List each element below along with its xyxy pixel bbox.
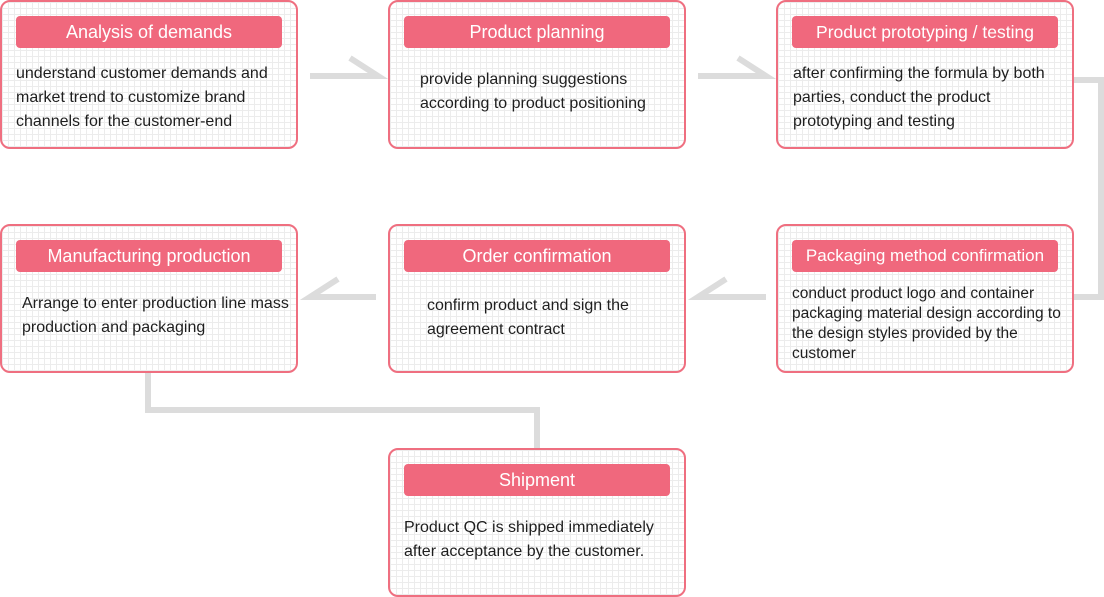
step-manufacturing-production: Manufacturing production Arrange to ente…: [0, 224, 298, 373]
step-description: Arrange to enter production line mass pr…: [22, 295, 289, 336]
step-packaging-method-confirmation: Packaging method confirmation conduct pr…: [776, 224, 1074, 373]
step-description: conduct product logo and container packa…: [792, 285, 1061, 362]
step-title: Product prototyping / testing: [792, 16, 1058, 48]
step-description: after confirming the formula by both par…: [793, 65, 1045, 130]
step-description: understand customer demands and market t…: [16, 65, 268, 130]
step-description: confirm product and sign the agreement c…: [427, 297, 629, 338]
connector-6-to-7: [145, 373, 540, 450]
arrow-1-to-2: [310, 55, 389, 79]
arrow-5-to-6: [299, 276, 376, 300]
step-description: Product QC is shipped immediately after …: [404, 519, 654, 560]
connector-3-to-4: [1074, 77, 1104, 300]
arrow-4-to-5: [687, 276, 766, 300]
step-title: Shipment: [404, 464, 670, 496]
step-product-planning: Product planning provide planning sugges…: [388, 0, 686, 149]
step-analysis-of-demands: Analysis of demands understand customer …: [0, 0, 298, 149]
step-description: provide planning suggestions according t…: [420, 71, 646, 112]
step-title: Order confirmation: [404, 240, 670, 272]
step-title: Packaging method confirmation: [792, 240, 1058, 272]
step-title: Product planning: [404, 16, 670, 48]
step-title: Analysis of demands: [16, 16, 282, 48]
step-title: Manufacturing production: [16, 240, 282, 272]
step-shipment: Shipment Product QC is shipped immediate…: [388, 448, 686, 597]
arrow-2-to-3: [698, 55, 777, 79]
step-product-prototyping-testing: Product prototyping / testing after conf…: [776, 0, 1074, 149]
step-order-confirmation: Order confirmation confirm product and s…: [388, 224, 686, 373]
